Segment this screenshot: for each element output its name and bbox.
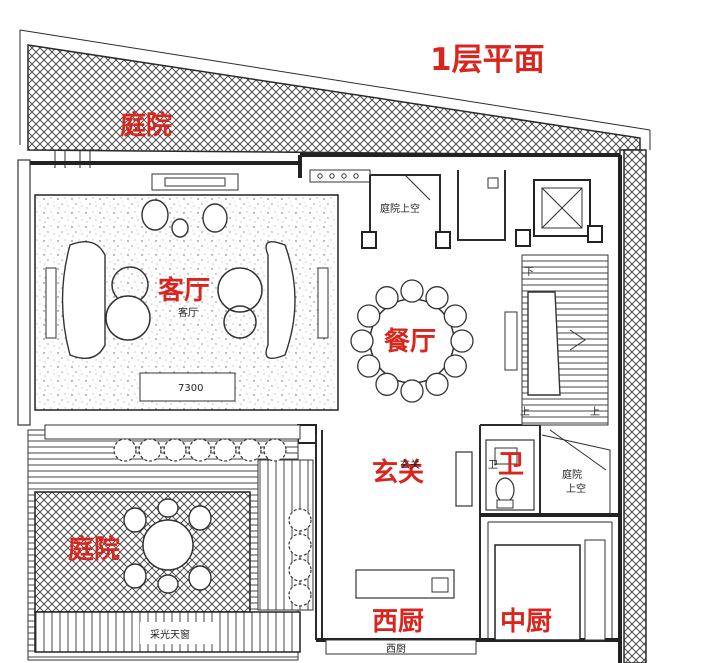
- shrub: [238, 438, 262, 462]
- plan-title: 1层平面: [430, 42, 545, 78]
- stair-mark-up-1: 上: [520, 406, 530, 418]
- dining-chair: [400, 279, 424, 303]
- dining-chair: [443, 304, 467, 328]
- label-west-kitchen: 西厨: [372, 607, 424, 637]
- label-void-top: 庭院上空: [380, 202, 420, 215]
- void-top-room: [361, 174, 451, 249]
- dining-chair: [425, 372, 449, 396]
- dining-chair: [425, 286, 449, 310]
- entrance-cabinet: [455, 451, 473, 507]
- dining-chairs: [350, 279, 474, 403]
- label-courtyard-left: 庭院: [68, 534, 120, 565]
- label-toilet-small: 卫: [488, 460, 498, 471]
- label-courtyard-top: 庭院: [120, 110, 172, 141]
- toilet-room: [485, 439, 535, 511]
- walls: [17, 153, 622, 663]
- shrubs: [113, 438, 312, 607]
- courtyard-top-area: [19, 29, 651, 156]
- right-hatch-strip: [623, 149, 647, 663]
- dining-chair: [443, 354, 467, 378]
- label-dining-room: 餐厅: [384, 327, 436, 357]
- label-void-right-2: 上空: [566, 482, 586, 495]
- stair-mark-up-2: 上: [590, 406, 600, 418]
- dining-chair: [400, 379, 424, 403]
- west-kitchen: [325, 569, 477, 655]
- shrub: [288, 508, 312, 532]
- shrub: [113, 438, 137, 462]
- stair-mark-down: 下: [524, 267, 534, 278]
- label-entrance-small: 玄关: [400, 458, 420, 471]
- void-right-room: [541, 429, 611, 515]
- shrub: [288, 533, 312, 557]
- dining-chair: [375, 286, 399, 310]
- label-entrance: 玄关: [372, 457, 424, 488]
- shrub: [263, 438, 287, 462]
- staircase: [504, 254, 609, 426]
- shrub: [213, 438, 237, 462]
- label-west-kitchen-small: 西厨: [386, 643, 406, 655]
- shrub: [163, 438, 187, 462]
- living-room: [34, 173, 339, 411]
- label-void-right-1: 庭院: [562, 468, 582, 481]
- shrub: [288, 583, 312, 607]
- deck-area: [27, 424, 314, 661]
- elevator: [533, 179, 603, 243]
- dining-chair: [357, 354, 381, 378]
- dining-chair: [357, 304, 381, 328]
- label-skylight: 采光天窗: [150, 628, 190, 641]
- label-toilet: 卫: [498, 450, 524, 480]
- label-dimension: 7300: [178, 383, 203, 394]
- label-middle-kitchen: 中厨: [500, 607, 552, 637]
- shrub: [288, 558, 312, 582]
- service-block: [457, 170, 531, 247]
- label-living-room: 客厅: [158, 275, 210, 306]
- dining-chair: [350, 329, 374, 353]
- shrub: [188, 438, 212, 462]
- shrub: [138, 438, 162, 462]
- dining-chair: [375, 372, 399, 396]
- label-living-room-small: 客厅: [178, 306, 198, 319]
- dining-chair: [450, 329, 474, 353]
- middle-kitchen: [494, 539, 606, 641]
